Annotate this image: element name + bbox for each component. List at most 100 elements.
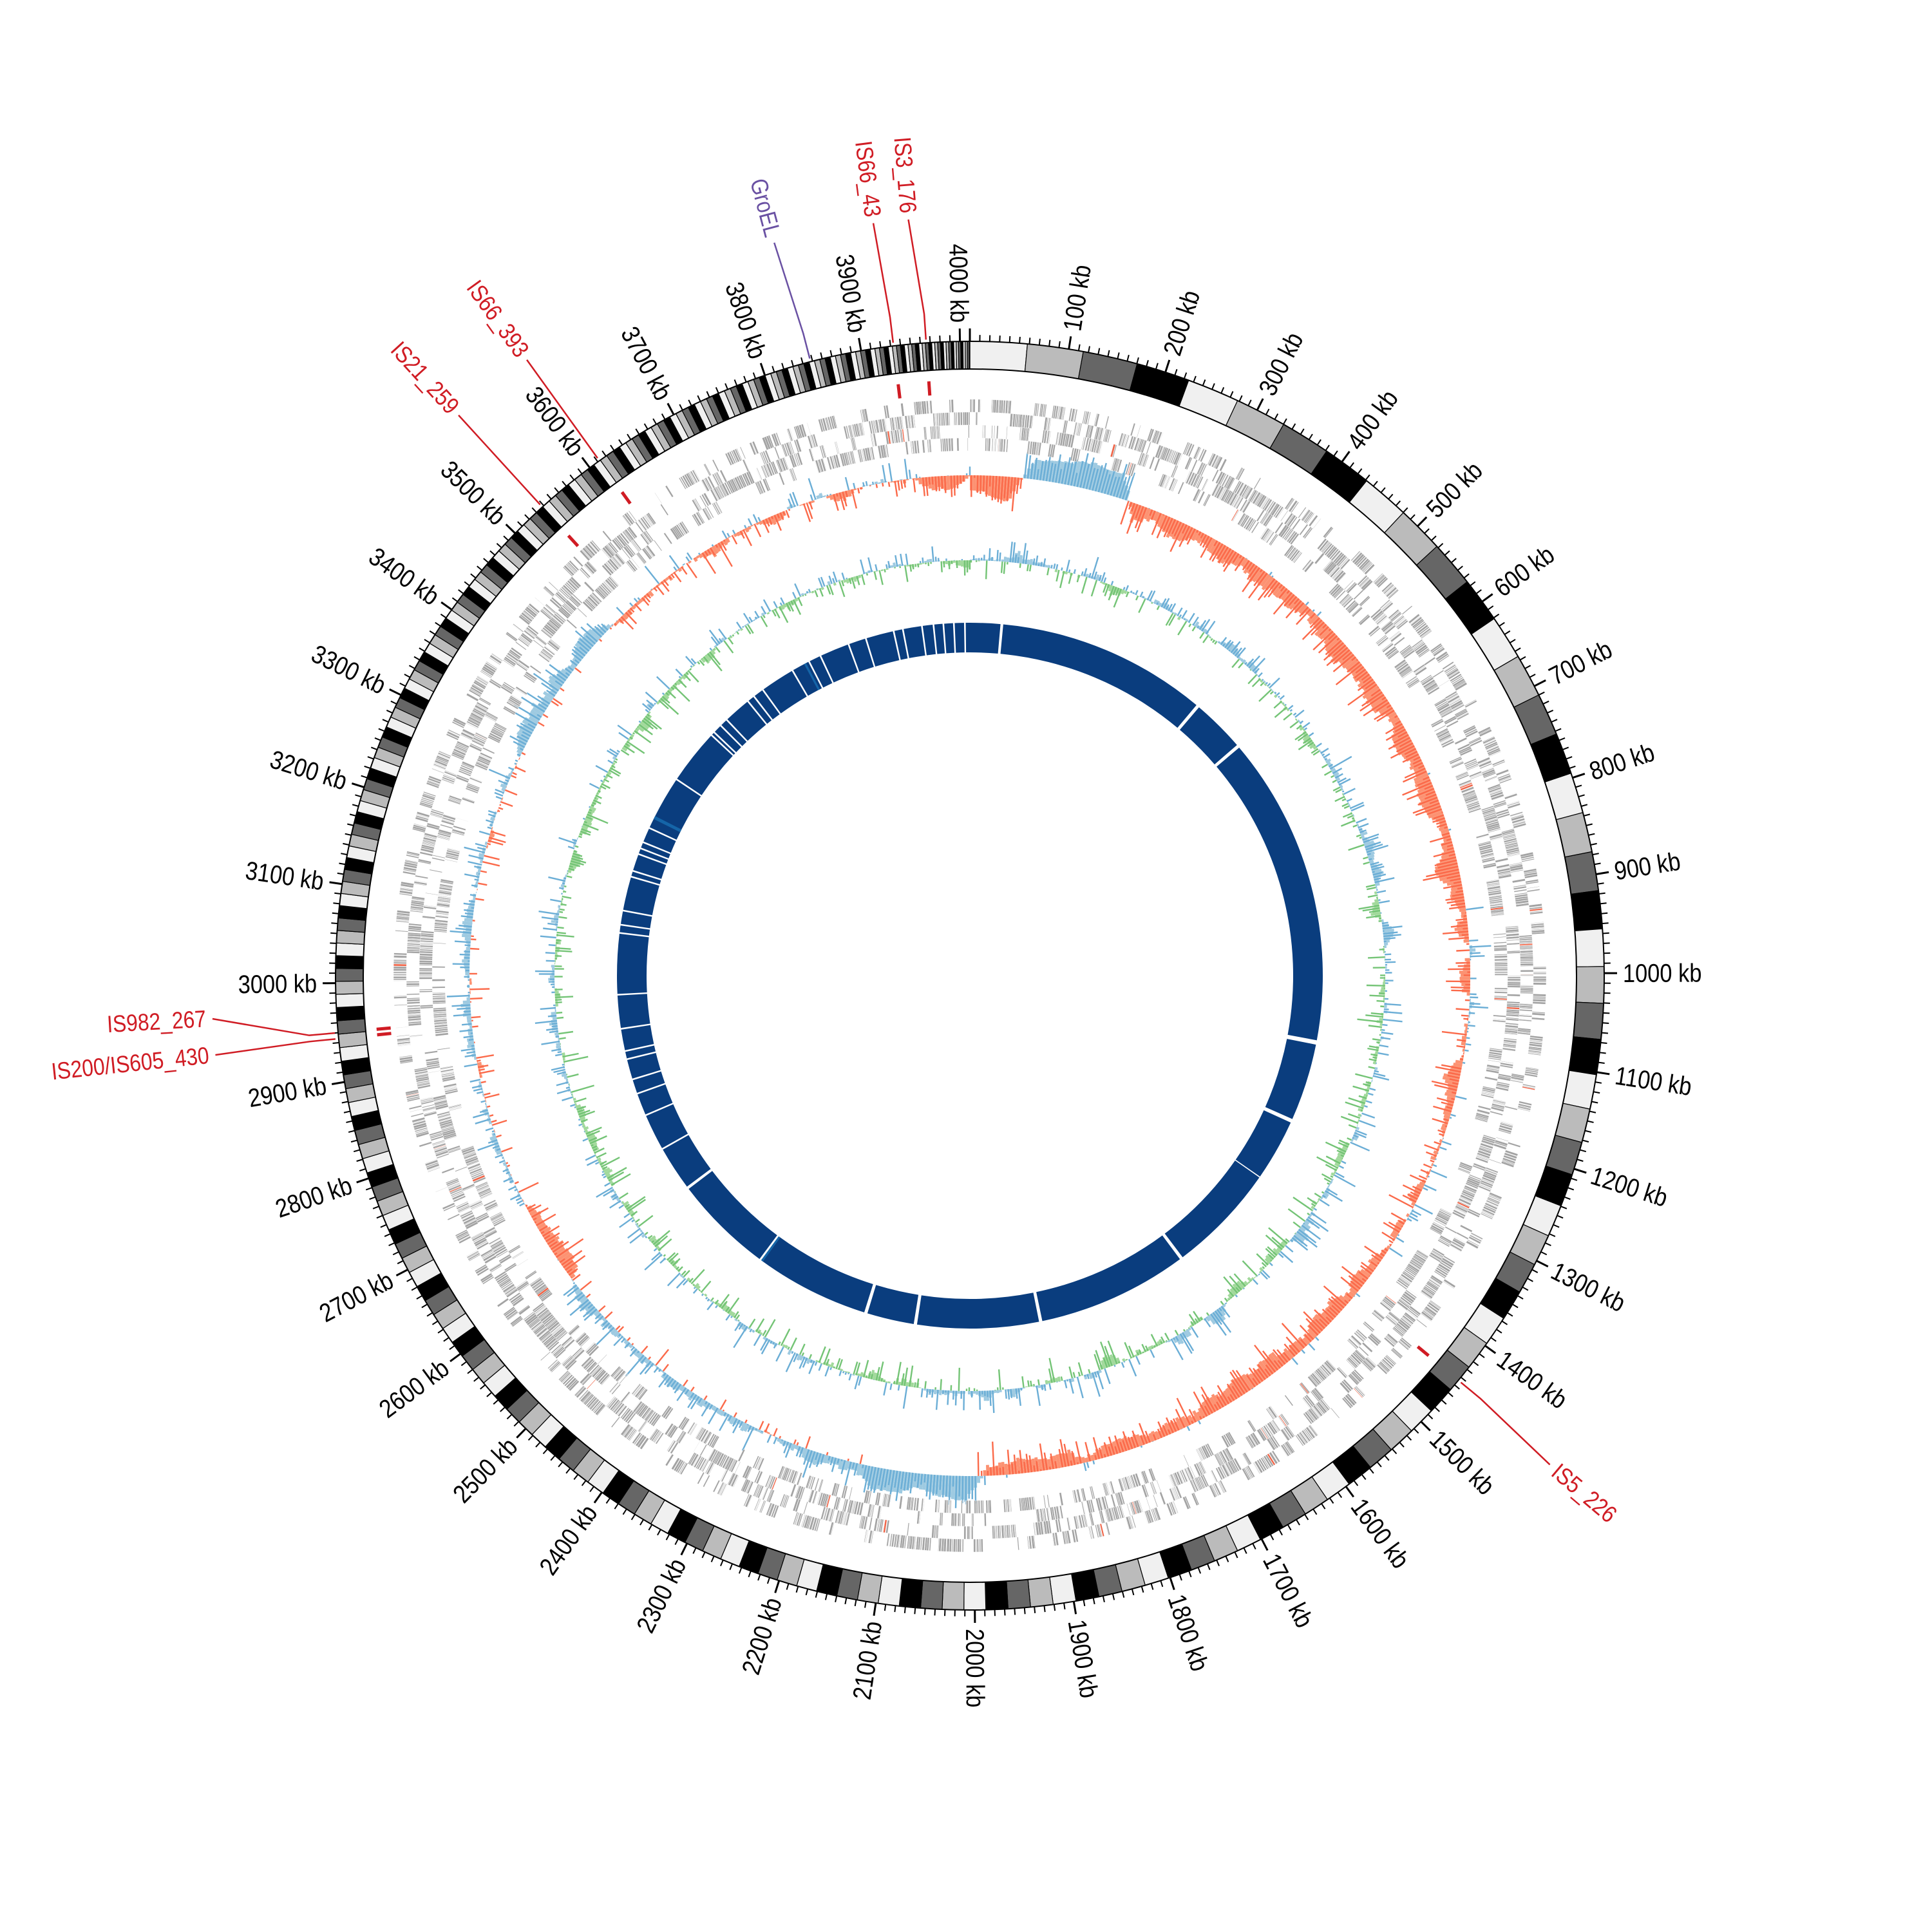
histogram-bin-fill bbox=[639, 721, 649, 730]
histogram-bin-spike bbox=[779, 1435, 782, 1439]
histogram-bin-fill bbox=[784, 1345, 788, 1349]
histogram-bin-spike bbox=[768, 517, 773, 526]
histogram-bin-fill bbox=[1339, 784, 1343, 789]
histogram-bin-spike bbox=[1162, 516, 1171, 531]
histogram-bin-spike bbox=[683, 564, 685, 565]
histogram-bin-fill bbox=[801, 1448, 808, 1458]
histogram-bin-spike bbox=[625, 1354, 645, 1377]
histogram-bin-fill bbox=[1327, 1185, 1330, 1188]
histogram-bin-fill bbox=[1151, 601, 1154, 603]
histogram-bin-spike bbox=[1374, 877, 1381, 881]
cds-feature bbox=[1252, 491, 1262, 505]
histogram-bin-spike bbox=[1381, 1249, 1387, 1255]
histogram-bin-spike bbox=[536, 714, 542, 718]
histogram-bin-spike bbox=[500, 800, 513, 808]
histogram-bin-spike bbox=[631, 1219, 635, 1223]
alignment-block bbox=[904, 626, 925, 658]
histogram-bin-spike bbox=[862, 1464, 864, 1468]
histogram-bin-fill bbox=[516, 749, 523, 755]
histogram-bin-spike bbox=[1092, 468, 1099, 491]
histogram-bin-spike bbox=[638, 723, 653, 735]
cds-feature bbox=[1531, 927, 1545, 929]
histogram-bin-spike bbox=[1270, 1259, 1273, 1262]
histogram-bin-spike bbox=[1377, 686, 1379, 688]
histogram-bin-fill bbox=[464, 918, 473, 922]
histogram-bin-spike bbox=[571, 1084, 594, 1094]
histogram-bin-spike bbox=[1278, 696, 1280, 698]
histogram-bin-spike bbox=[609, 748, 619, 755]
cds-feature bbox=[1512, 820, 1526, 825]
cds-feature bbox=[1016, 413, 1019, 428]
histogram-bin-spike bbox=[841, 573, 846, 580]
histogram-bin-spike bbox=[1376, 1041, 1380, 1044]
histogram-bin-fill bbox=[1177, 616, 1181, 621]
histogram-bin-spike bbox=[1365, 1014, 1383, 1018]
histogram-bin-spike bbox=[1359, 829, 1367, 833]
alignment-block bbox=[677, 735, 733, 795]
histogram-bin-spike bbox=[865, 481, 868, 486]
histogram-bin-spike bbox=[788, 509, 791, 511]
histogram-bin-spike bbox=[886, 564, 888, 569]
histogram-bin-spike bbox=[644, 1253, 663, 1271]
histogram-bin-fill bbox=[757, 1428, 761, 1433]
histogram-bin-spike bbox=[647, 714, 650, 717]
histogram-bin-spike bbox=[1347, 815, 1354, 819]
cds-feature bbox=[1520, 854, 1534, 859]
histogram-bin-spike bbox=[1370, 861, 1379, 866]
histogram-bin-spike bbox=[454, 940, 471, 943]
histogram-bin-spike bbox=[1023, 1461, 1027, 1473]
histogram-bin-spike bbox=[574, 630, 594, 647]
histogram-bin-spike bbox=[961, 1475, 964, 1504]
histogram-bin-fill bbox=[1270, 688, 1273, 691]
histogram-bin-spike bbox=[502, 1157, 504, 1159]
histogram-bin-fill bbox=[601, 1317, 607, 1322]
histogram-bin-spike bbox=[1092, 1372, 1101, 1397]
histogram-bin-fill bbox=[501, 787, 506, 792]
histogram-bin-spike bbox=[1218, 1307, 1222, 1312]
histogram-bin-fill bbox=[1383, 942, 1388, 946]
histogram-bin-fill bbox=[712, 647, 717, 652]
histogram-bin-spike bbox=[717, 542, 733, 567]
histogram-bin-spike bbox=[792, 599, 802, 615]
histogram-bin-spike bbox=[1367, 886, 1376, 891]
histogram-bin-spike bbox=[607, 1167, 627, 1179]
histogram-bin-fill bbox=[820, 1362, 824, 1365]
histogram-bin-spike bbox=[1417, 797, 1438, 806]
cds-feature bbox=[1489, 789, 1502, 794]
histogram-bin-fill bbox=[1365, 1091, 1369, 1095]
histogram-bin-spike bbox=[1246, 1283, 1248, 1285]
histogram-bin-spike bbox=[708, 1407, 719, 1425]
histogram-bin-spike bbox=[895, 554, 898, 567]
histogram-bin-spike bbox=[1276, 1349, 1289, 1363]
histogram-bin-fill bbox=[949, 1390, 952, 1393]
histogram-bin-fill bbox=[551, 1012, 556, 1015]
histogram-bin-spike bbox=[1379, 1044, 1389, 1048]
histogram-bin-spike bbox=[1321, 1173, 1332, 1180]
histogram-bin-spike bbox=[578, 835, 582, 838]
histogram-bin-spike bbox=[732, 1419, 741, 1434]
histogram-bin-fill bbox=[1410, 1202, 1416, 1206]
histogram-bin-spike bbox=[916, 1473, 920, 1488]
histogram-bin-spike bbox=[1385, 953, 1392, 956]
histogram-bin-spike bbox=[1068, 1366, 1074, 1379]
histogram-bin-fill bbox=[734, 1318, 738, 1321]
histogram-bin-spike bbox=[1406, 788, 1435, 800]
cds-feature bbox=[1121, 433, 1126, 447]
cds-feature bbox=[991, 399, 993, 413]
histogram-bin-spike bbox=[1441, 1141, 1452, 1146]
histogram-bin-spike bbox=[564, 885, 567, 887]
histogram-bin-spike bbox=[574, 667, 582, 674]
histogram-bin-spike bbox=[566, 875, 573, 878]
histogram-bin-spike bbox=[1417, 764, 1425, 769]
histogram-bin-spike bbox=[1231, 1380, 1243, 1396]
histogram-bin-fill bbox=[945, 560, 948, 565]
histogram-bin-spike bbox=[1135, 595, 1139, 601]
histogram-bin-fill bbox=[1012, 1388, 1016, 1397]
histogram-bin-fill bbox=[1459, 976, 1470, 980]
histogram-bin-fill bbox=[623, 1339, 629, 1345]
histogram-bin-fill bbox=[858, 574, 862, 578]
histogram-bin-fill bbox=[868, 484, 872, 486]
histogram-bin-spike bbox=[1128, 502, 1133, 510]
histogram-bin-spike bbox=[860, 487, 862, 490]
